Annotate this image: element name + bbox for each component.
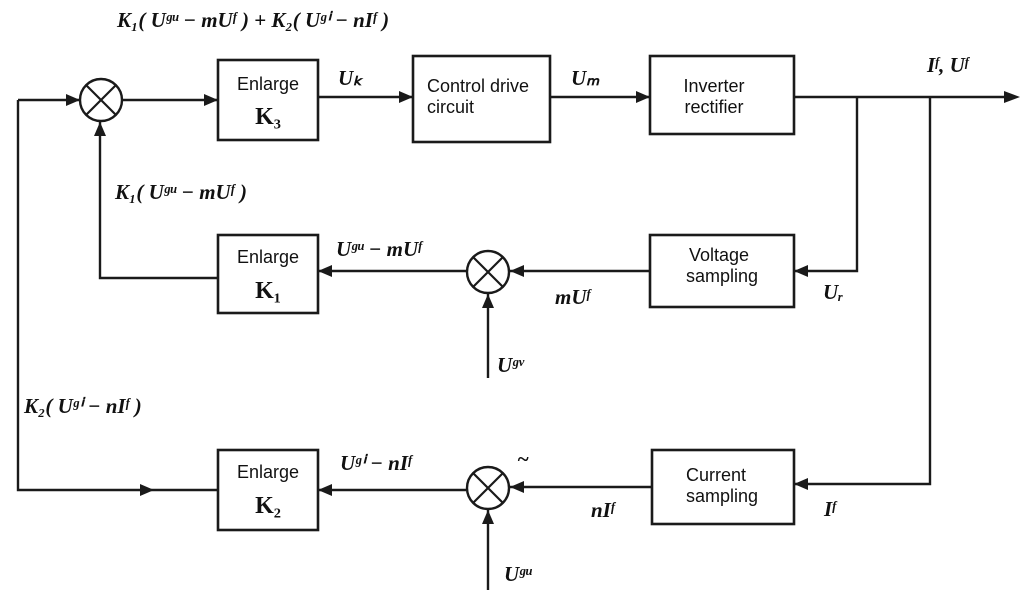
signal-ugu-ref: Uᵍᵘ bbox=[504, 562, 532, 586]
signal-uk: Uₖ bbox=[338, 66, 364, 90]
signal-tilde: ~ bbox=[517, 447, 529, 471]
arrow-ugv-into-sum bbox=[482, 294, 494, 308]
signal-ur: Uᵣ bbox=[823, 280, 843, 304]
voltage-summing-junction bbox=[465, 249, 511, 295]
wire-current-tap bbox=[794, 97, 932, 486]
arrow-into-voltage-sampling bbox=[794, 265, 808, 277]
arrow-into-current-sampling bbox=[794, 478, 808, 490]
block-enlarge-k3-line1: Enlarge bbox=[237, 74, 299, 94]
signal-feedback-k1: K₁( Uᵍᵘ − mUᶠ ) bbox=[114, 180, 247, 204]
block-enlarge-k1: Enlarge K₁ bbox=[216, 233, 320, 315]
signal-if: Iᶠ bbox=[823, 497, 838, 521]
arrow-into-main-sum-left bbox=[66, 94, 80, 106]
arrow-into-k2 bbox=[318, 484, 332, 496]
block-inverter-rectifier: Inverter rectifier bbox=[648, 54, 796, 136]
wire-voltage-tap bbox=[794, 97, 859, 273]
signal-err-voltage: Uᵍᵘ − mUᶠ bbox=[336, 237, 424, 261]
block-current-sampling-line2: sampling bbox=[686, 486, 758, 506]
arrow-k2-return bbox=[140, 484, 154, 496]
block-inverter-line2: rectifier bbox=[684, 97, 743, 117]
block-current-sampling-line1: Current bbox=[686, 465, 746, 485]
signal-um: Uₘ bbox=[571, 66, 600, 90]
block-voltage-sampling-line2: sampling bbox=[686, 266, 758, 286]
signal-feedback-k2: K₂( Uᵍⁱ − nIᶠ ) bbox=[23, 394, 142, 418]
signal-ugv-ref: Uᵍᵛ bbox=[497, 353, 525, 377]
block-inverter-line1: Inverter bbox=[683, 76, 744, 96]
wire-k2-to-main-sum bbox=[16, 100, 218, 492]
block-current-sampling: Current sampling bbox=[650, 448, 796, 526]
arrow-into-drive bbox=[399, 91, 413, 103]
block-enlarge-k2-line1: Enlarge bbox=[237, 462, 299, 482]
block-enlarge-k2-line2: K₂ bbox=[255, 493, 281, 519]
current-summing-junction bbox=[465, 465, 511, 511]
block-control-drive: Control drive circuit bbox=[411, 54, 552, 144]
block-enlarge-k1-line2: K₁ bbox=[255, 278, 281, 304]
signal-ni-f: nIᶠ bbox=[591, 498, 617, 522]
block-enlarge-k3: Enlarge K₃ bbox=[216, 58, 320, 142]
wire-k1-to-main-sum bbox=[98, 122, 218, 280]
arrow-output bbox=[1004, 91, 1020, 103]
arrow-into-current-sum bbox=[510, 481, 524, 493]
block-control-drive-line1: Control drive bbox=[427, 76, 529, 96]
block-enlarge-k2: Enlarge K₂ bbox=[216, 448, 320, 532]
signal-err-current: Uᵍⁱ − nIᶠ bbox=[340, 451, 414, 475]
block-enlarge-k1-line1: Enlarge bbox=[237, 247, 299, 267]
arrow-into-inverter bbox=[636, 91, 650, 103]
block-enlarge-k3-line2: K₃ bbox=[255, 104, 281, 130]
arrow-into-main-sum-bottom bbox=[94, 122, 106, 136]
block-voltage-sampling: Voltage sampling bbox=[648, 233, 796, 309]
signal-output: Iᶠ, Uᶠ bbox=[926, 53, 971, 77]
signal-mu-f: mUᶠ bbox=[555, 285, 593, 309]
block-voltage-sampling-line1: Voltage bbox=[689, 245, 749, 265]
arrow-into-k1 bbox=[318, 265, 332, 277]
top-formula: K₁( Uᵍᵘ − mUᶠ ) + K₂( Uᵍⁱ − nIᶠ ) bbox=[116, 8, 389, 32]
arrow-ugu-into-sum bbox=[482, 510, 494, 524]
main-summing-junction bbox=[78, 77, 124, 123]
arrow-into-k3 bbox=[204, 94, 218, 106]
arrow-into-voltage-sum bbox=[510, 265, 524, 277]
block-control-drive-line2: circuit bbox=[427, 97, 474, 117]
